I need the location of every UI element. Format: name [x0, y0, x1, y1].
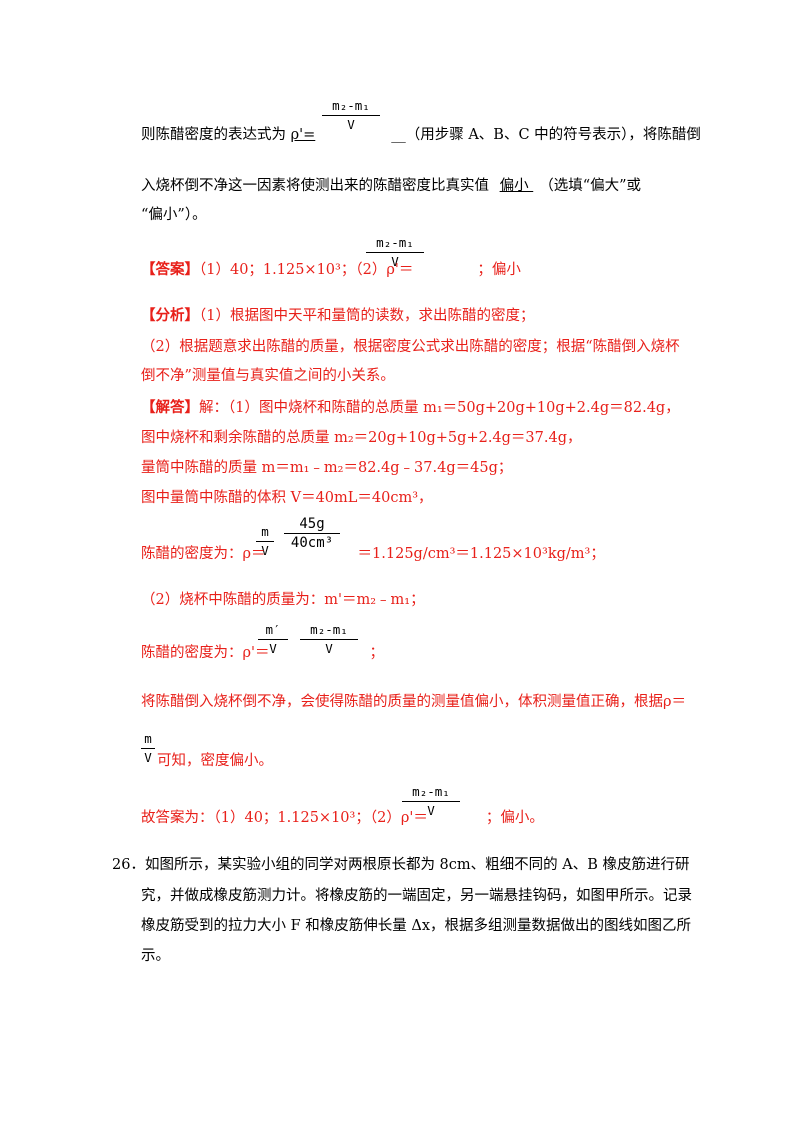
fraction-numerator: m₂-m₁ [332, 98, 370, 113]
density-fraction-value: 45g 40cm³ [284, 516, 340, 551]
fraction-denominator: V [347, 117, 355, 132]
question-26-line-3: 橡皮筋受到的拉力大小 F 和橡皮筋伸长量 Δx，根据多组测量数据做出的图线如图乙… [141, 918, 692, 934]
answer-tag: 【答案】 [141, 261, 199, 278]
blank-line-1: 则陈醋密度的表达式为 ρ'= __（用步骤 A、B、C 中的符号表示），将陈醋倒 [141, 125, 701, 145]
solution-line-1: 【解答】解：（1）图中烧杯和陈醋的总质量 m₁＝50g+20g+10g+2.4g… [141, 398, 680, 418]
density-line: 陈醋的密度为：ρ＝ ＝1.125g/cm³＝1.125×10³kg/m³； [141, 544, 605, 564]
conclusion-fraction-m-over-v: m V [141, 731, 155, 766]
final-answer-line: 故答案为：（1）40；1.125×10³；（2）ρ'＝ ；偏小。 [141, 808, 544, 828]
fraction-denominator: 40cm³ [290, 535, 334, 551]
question-number: 26． [112, 857, 145, 873]
question-26-line-2: 究，并做成橡皮筋测力计。将橡皮筋的一端固定，另一端悬挂钩码，如图甲所示。记录 [141, 888, 692, 904]
blank-line-2: 入烧杯倒不净这一因素将使测出来的陈醋密度比真实值 偏小 （选填“偏大”或 [141, 176, 641, 196]
solution-line-2: 图中烧杯和剩余陈醋的总质量 m₂＝20g+10g+5g+2.4g＝37.4g， [141, 430, 582, 446]
fraction-denominator: V [144, 750, 152, 765]
blank-line-3: “偏小”）。 [141, 207, 207, 223]
answer-line: 【答案】（1）40；1.125×10³；（2）ρ'＝ ；偏小 [141, 260, 521, 280]
density2-fraction-m-prime-over-v: m′ V [258, 622, 288, 657]
solution-part2-line: （2）烧杯中陈醋的质量为：m'＝m₂﹣m₁； [141, 592, 425, 608]
final-suffix: ；偏小。 [485, 810, 544, 826]
line-text: __（用步骤 A、B、C 中的符号表示），将陈醋倒 [391, 127, 701, 143]
density2-line: 陈醋的密度为：ρ'＝ ； [141, 643, 384, 663]
fraction-denominator: V [325, 641, 333, 656]
fraction-m2-minus-m1-over-v: m₂-m₁ V [322, 98, 380, 133]
fraction-numerator: m [261, 524, 269, 539]
analysis-line-2: （2）根据题意求出陈醋的质量，根据密度公式求出陈醋的密度；根据“陈醋倒入烧杯 [141, 339, 680, 355]
line-text: 入烧杯倒不净这一因素将使测出来的陈醋密度比真实值 [141, 178, 489, 194]
solution-line-3: 量筒中陈醋的质量 m＝m₁﹣m₂＝82.4g﹣37.4g＝45g； [141, 460, 513, 476]
analysis-line-1: 【分析】（1）根据图中天平和量筒的读数，求出陈醋的密度； [141, 306, 534, 326]
conclusion-line: 将陈醋倒入烧杯倒不净，会使得陈醋的质量的测量值偏小，体积测量值正确，根据ρ＝ [141, 694, 687, 710]
fraction-denominator: V [427, 803, 435, 818]
density-fraction-m-over-v: m V [256, 524, 274, 559]
answer-blank: 偏小 [499, 178, 534, 194]
solution-line-4: 图中量筒中陈醋的体积 V＝40mL＝40cm³， [141, 490, 433, 506]
solution-tag: 【解答】 [141, 399, 199, 416]
line-text: 则陈醋密度的表达式为 [141, 127, 286, 143]
question-26-line-4: 示。 [141, 948, 170, 964]
answer-tail: ；偏小 [477, 262, 521, 278]
question-26-line-1: 26．如图所示，某实验小组的同学对两根原长都为 8cm、粗细不同的 A、B 橡皮… [112, 855, 690, 875]
fraction-numerator: m [144, 731, 152, 746]
density-prefix: 陈醋的密度为：ρ＝ [141, 546, 266, 562]
answer-blank: ρ'= [290, 127, 316, 143]
answer-fraction: m₂-m₁ V [366, 235, 424, 270]
analysis-text: （1）根据图中天平和量筒的读数，求出陈醋的密度； [199, 308, 535, 324]
final-prefix: 故答案为：（1）40；1.125×10³；（2）ρ'＝ [141, 810, 428, 826]
solution-text: 解：（1）图中烧杯和陈醋的总质量 m₁＝50g+20g+10g+2.4g＝82.… [199, 400, 680, 416]
analysis-line-3: 倒不净”测量值与真实值之间的小关系。 [141, 368, 395, 384]
question-text: 如图所示，某实验小组的同学对两根原长都为 8cm、粗细不同的 A、B 橡皮筋进行… [144, 857, 690, 873]
fraction-numerator: m′ [265, 622, 281, 637]
fraction-numerator: m₂-m₁ [310, 622, 348, 637]
fraction-denominator: V [261, 543, 269, 558]
fraction-numerator: m₂-m₁ [376, 235, 414, 250]
answer-text: （1）40；1.125×10³；（2）ρ'＝ [199, 262, 414, 278]
line-text: （选填“偏大”或 [539, 178, 642, 194]
analysis-tag: 【分析】 [141, 307, 199, 324]
fraction-denominator: V [269, 641, 277, 656]
density2-fraction-value: m₂-m₁ V [300, 622, 358, 657]
fraction-numerator: m₂-m₁ [412, 784, 450, 799]
fraction-denominator: V [391, 254, 399, 269]
conclusion-tail: 可知，密度偏小。 [157, 753, 273, 769]
fraction-numerator: 45g [299, 516, 325, 532]
density2-suffix: ； [369, 645, 385, 661]
final-fraction: m₂-m₁ V [402, 784, 460, 819]
density2-prefix: 陈醋的密度为：ρ'＝ [141, 645, 270, 661]
density-suffix: ＝1.125g/cm³＝1.125×10³kg/m³； [357, 546, 605, 562]
